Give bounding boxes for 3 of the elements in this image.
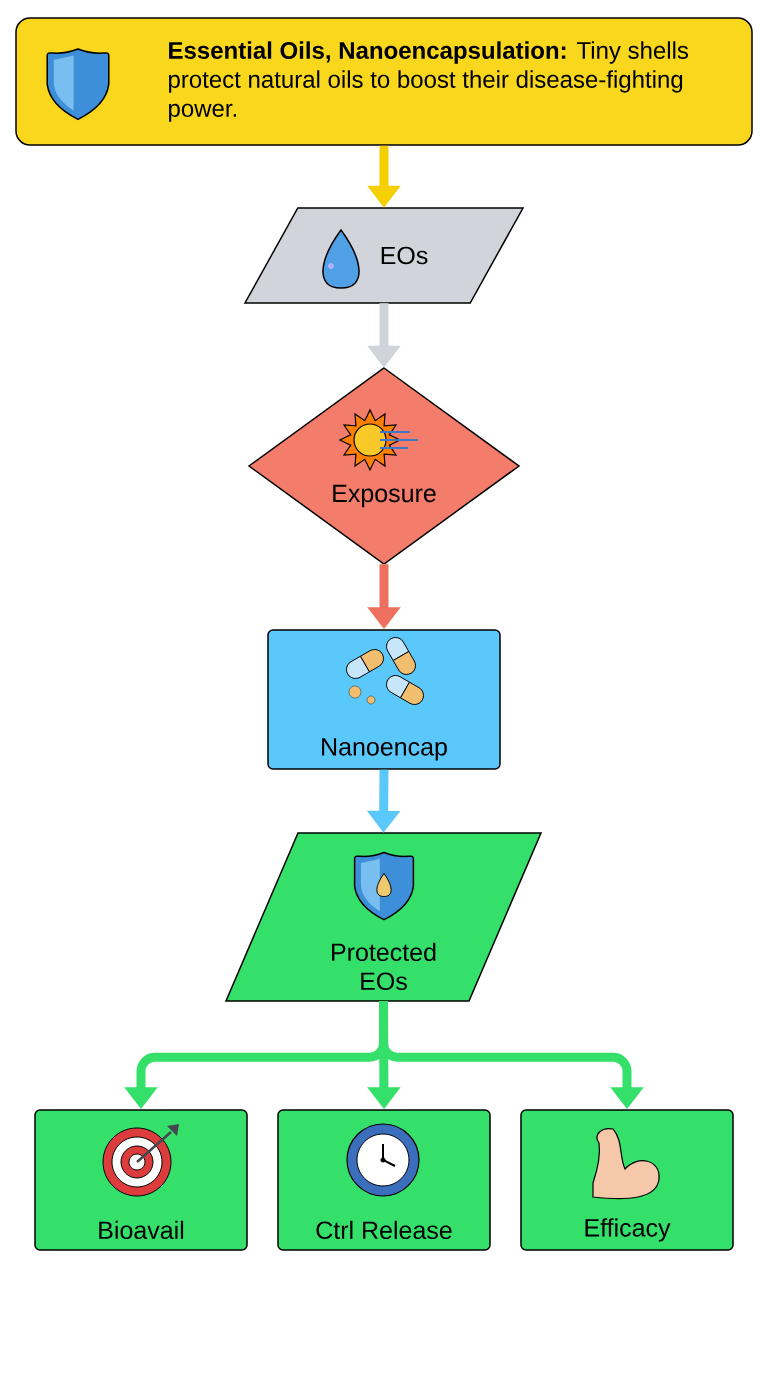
process-box: Nanoencap [267,629,501,770]
result-box: Efficacy [520,1109,734,1251]
header-box: Essential Oils, Nanoencapsulation: Tiny shells protect natural oils to boost their disease-fighting power. [15,17,753,146]
